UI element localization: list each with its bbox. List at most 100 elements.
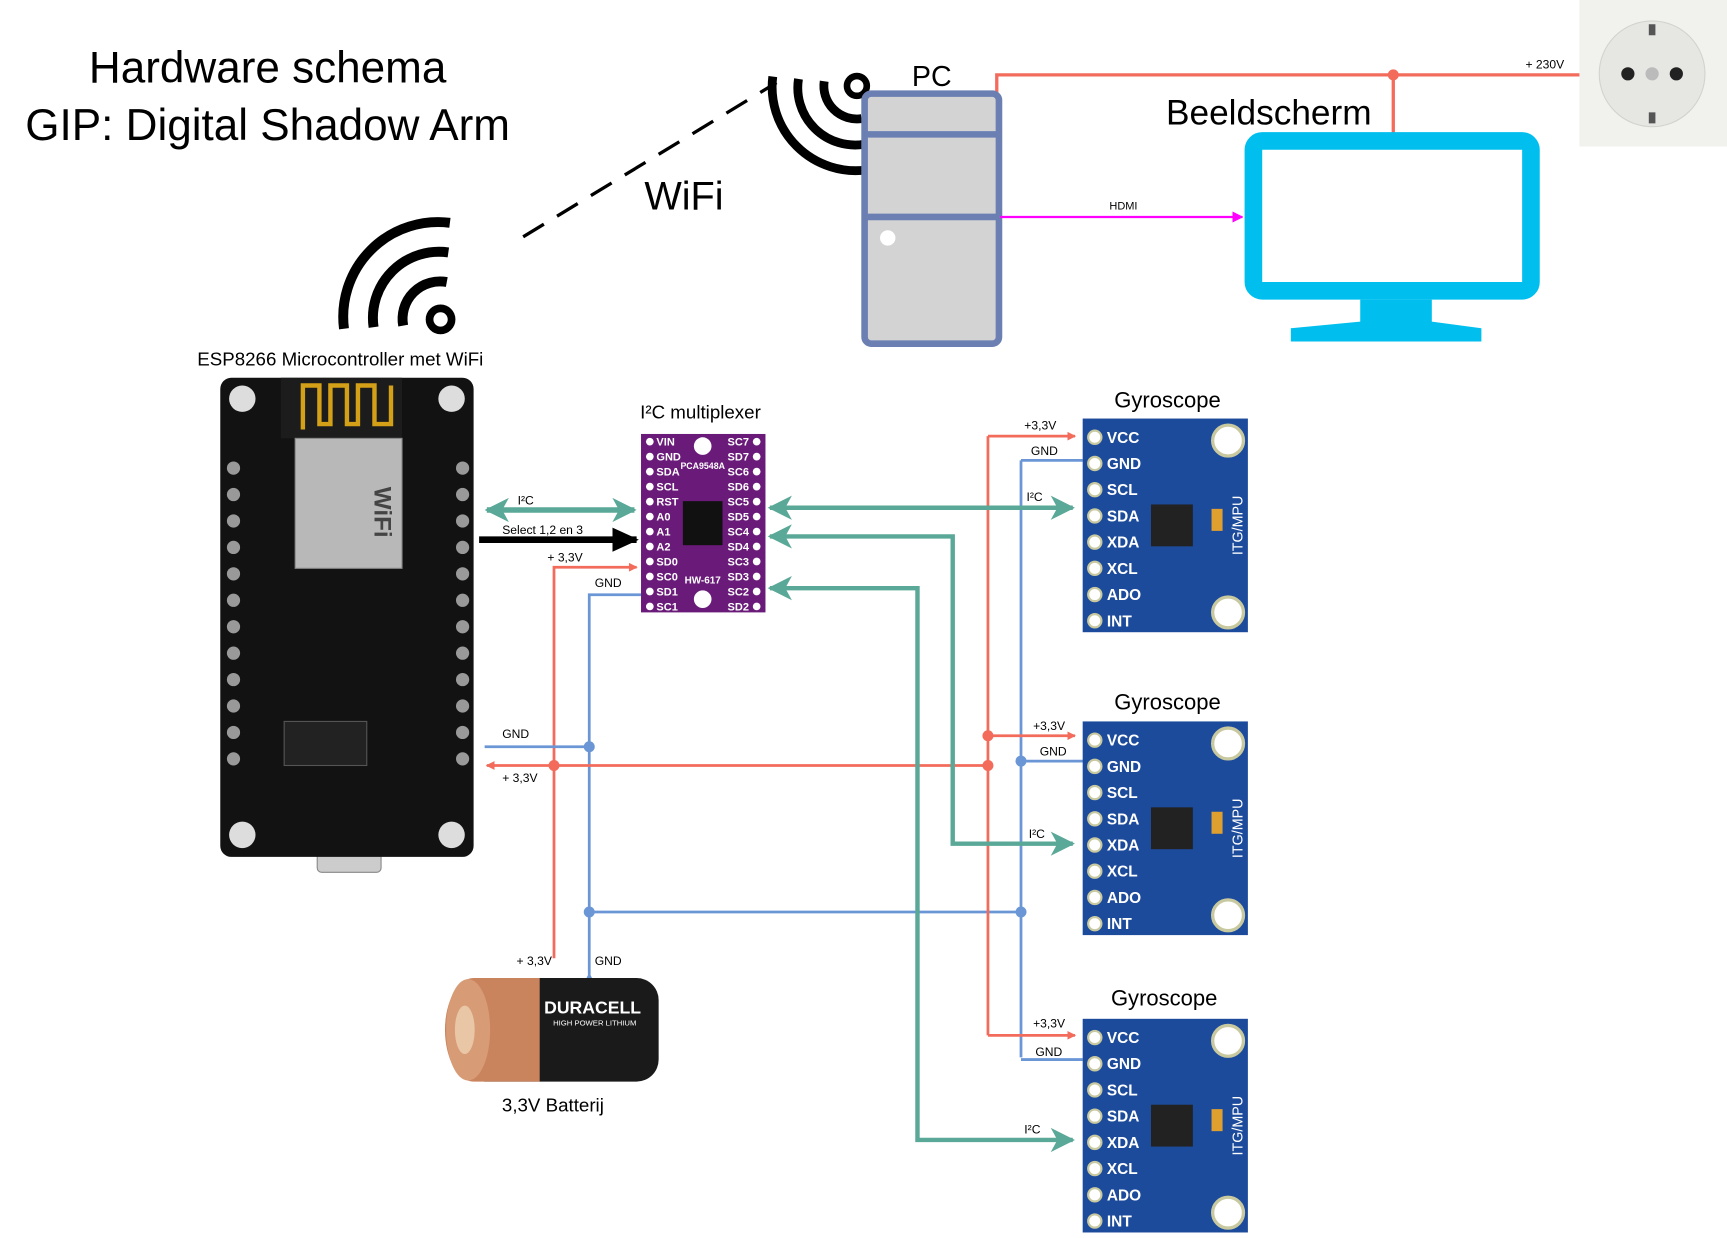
mux-pin-label: A1 (656, 526, 670, 538)
gyro-pin-label: GND (1107, 759, 1141, 776)
junction (982, 730, 994, 742)
gyro-pin (1087, 758, 1103, 775)
mux-pin-label: SD4 (728, 541, 750, 553)
battery-label: 3,3V Batterij (502, 1094, 604, 1115)
gyro2-v33-label: +3,3V (1033, 719, 1066, 733)
mux-pin (752, 497, 761, 506)
gyro-pin (1087, 1108, 1103, 1124)
gyro-pin-label: ADO (1107, 890, 1141, 907)
gyro-pin-label: XDA (1107, 535, 1140, 552)
power-label: + 230V (1525, 57, 1565, 71)
mux-pin-label: SD6 (728, 481, 749, 493)
mux-pin (752, 572, 761, 581)
mux-pin-label: SC3 (728, 556, 749, 568)
gyro2-i2c-label: I²C (1029, 827, 1045, 841)
junction (548, 759, 560, 771)
gyro-pin (1087, 534, 1103, 550)
gyro-pin (1087, 837, 1103, 853)
esp-label: ESP8266 Microcontroller met WiFi (197, 349, 483, 370)
battery-icon: DURACELL HIGH POWER LITHIUM (444, 978, 659, 1082)
mux-pin (645, 572, 654, 581)
mux-board-text: HW-617 (685, 576, 722, 587)
gyro-pin (1087, 508, 1103, 524)
gyro-pin-label: GND (1107, 1056, 1141, 1073)
gyro-pin-label: XCL (1107, 1161, 1138, 1178)
gyro-pin (1087, 863, 1103, 879)
gyro-pin-label: GND (1107, 456, 1141, 473)
wifi-icon (767, 72, 871, 176)
gyro-board-text: ITG/MPU (1230, 496, 1246, 556)
mux-pin (752, 587, 761, 596)
monitor-label: Beeldscherm (1166, 93, 1372, 132)
mux-pin (645, 512, 654, 521)
battery-sub: HIGH POWER LITHIUM (553, 1018, 636, 1027)
gyro-pin-label: XDA (1107, 838, 1140, 855)
junction (1387, 69, 1399, 81)
mux-pin-label: SC6 (728, 466, 749, 478)
title-line1: Hardware schema (89, 44, 447, 93)
mux-pin-label: SC7 (728, 437, 749, 449)
gyro-pin-label: SDA (1107, 508, 1140, 525)
i2c-multiplexer-board: PCA9548A HW-617 VINGNDSDASCLRSTA0A1A2SD0… (641, 433, 766, 613)
gyro3-v33-label: +3,3V (1033, 1017, 1066, 1031)
gyro-pin (1087, 915, 1103, 932)
mux-pin-label: SC2 (728, 586, 749, 598)
mux-pin (752, 512, 761, 521)
gyro3-i2c-label: I²C (1024, 1122, 1040, 1136)
gyro-pin (1087, 1213, 1103, 1229)
gyro-pin (1087, 1160, 1103, 1177)
gyro-pin-label: XCL (1107, 864, 1138, 881)
gyro2-label: Gyroscope (1114, 689, 1220, 714)
v33-esp-label: + 3,3V (502, 771, 538, 785)
i2c-gyro3-wire (767, 576, 1075, 1153)
mux-pin (752, 602, 761, 611)
gyro-pin-label: XCL (1107, 561, 1138, 578)
mux-pin-label: SD1 (656, 586, 677, 598)
mux-pin-label: SD5 (728, 511, 749, 523)
mux-pin-label: A0 (656, 511, 670, 523)
junction (583, 906, 595, 918)
gyro-pin (1087, 1029, 1103, 1046)
wifi-link-line (522, 81, 778, 239)
gyro-pin (1087, 613, 1103, 629)
v33-mux-wire (552, 562, 638, 959)
gyro-pin-label: INT (1107, 613, 1132, 630)
mux-pin (645, 587, 654, 596)
mux-pin (752, 482, 761, 491)
gyro-pin-label: ADO (1107, 587, 1141, 604)
mux-label: I²C multiplexer (640, 402, 761, 423)
mux-pin (645, 437, 654, 446)
gnd-mux-label: GND (595, 576, 622, 590)
hdmi-label: HDMI (1109, 200, 1137, 212)
mux-pin-label: VIN (656, 437, 674, 449)
wifi-icon (338, 217, 456, 335)
pc-tower-icon (861, 90, 1003, 347)
wall-socket (1579, 0, 1727, 147)
mux-pin-label: SD2 (728, 601, 749, 613)
mux-pin-label: SC1 (656, 601, 677, 613)
power-230v-wire (995, 73, 1581, 97)
gyro-pin (1087, 481, 1103, 498)
gyro-pin-label: INT (1107, 1214, 1132, 1231)
mux-pin (645, 557, 654, 566)
pc-label: PC (912, 61, 952, 93)
gyro1-label: Gyroscope (1114, 388, 1220, 413)
mux-pin-label: SD7 (728, 452, 749, 464)
gyro-pin (1087, 1187, 1103, 1203)
junction (982, 759, 994, 771)
gyro-pin (1087, 732, 1103, 748)
gyro-pin-label: VCC (1107, 1030, 1140, 1047)
wifi-label: WiFi (644, 174, 723, 218)
mux-pin-label: SD3 (728, 571, 749, 583)
mux-pin-label: SD0 (656, 556, 677, 568)
mux-pin-label: SC5 (728, 496, 749, 508)
gyro-pin-label: XDA (1107, 1135, 1140, 1152)
junction (583, 741, 595, 753)
mux-pin (645, 497, 654, 506)
mux-pin (752, 452, 761, 461)
battery-brand: DURACELL (544, 997, 641, 1017)
junction (1015, 755, 1027, 767)
gyro-board-text: ITG/MPU (1230, 798, 1246, 858)
gyro-pin (1087, 1056, 1103, 1072)
